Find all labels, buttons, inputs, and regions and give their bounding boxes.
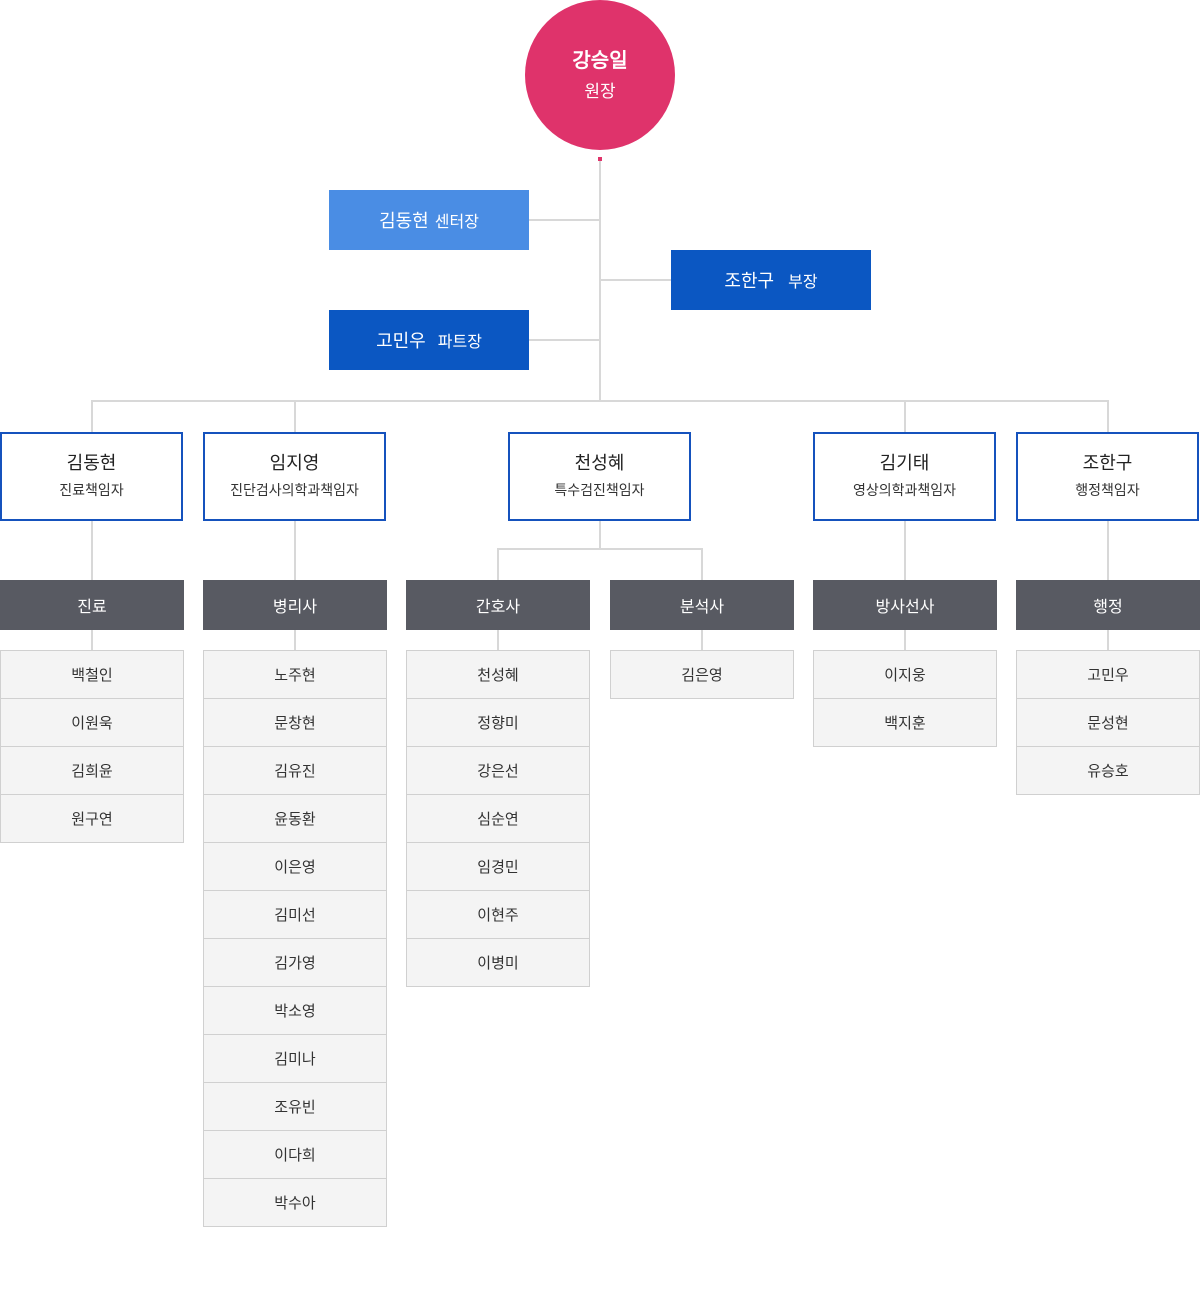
- list-item: 임경민: [406, 842, 590, 891]
- head-box-radiology: 김기태 영상의학과책임자: [813, 432, 996, 521]
- head-box-administration: 조한구 행정책임자: [1016, 432, 1199, 521]
- team-header-analyst: 분석사: [610, 580, 794, 630]
- list-item: 이병미: [406, 938, 590, 987]
- list-item: 윤동환: [203, 794, 387, 843]
- head-to-dept-3: [599, 521, 601, 549]
- list-item: 김가영: [203, 938, 387, 987]
- list-item: 고민우: [1016, 650, 1200, 699]
- list-item: 백지훈: [813, 698, 997, 747]
- head-box-lab-medicine: 임지영 진단검사의학과책임자: [203, 432, 386, 521]
- head-role: 특수검진책임자: [554, 483, 645, 499]
- head-name: 김기태: [879, 453, 930, 474]
- list-item: 천성혜: [406, 650, 590, 699]
- dept-to-list-2: [294, 630, 296, 650]
- staff-connector-2: [600, 279, 671, 281]
- head-name: 임지영: [269, 453, 320, 474]
- heads-bus-line: [91, 400, 1109, 402]
- list-item: 김유진: [203, 746, 387, 795]
- list-item: 조유빈: [203, 1082, 387, 1131]
- head-to-dept-2: [294, 521, 296, 580]
- director-name: 강승일: [572, 48, 628, 72]
- head-box-clinic: 김동현 진료책임자: [0, 432, 183, 521]
- list-item: 이지웅: [813, 650, 997, 699]
- list-item: 김미선: [203, 890, 387, 939]
- head-drop-4: [904, 400, 906, 432]
- director-node: 강승일 원장: [525, 0, 675, 150]
- head-to-dept-5: [1107, 521, 1109, 580]
- list-item: 박소영: [203, 986, 387, 1035]
- head-role: 진단검사의학과책임자: [230, 483, 359, 499]
- head-to-dept-4: [904, 521, 906, 580]
- list-item: 노주현: [203, 650, 387, 699]
- list-item: 김은영: [610, 650, 794, 699]
- list-item: 정향미: [406, 698, 590, 747]
- list-item: 원구연: [0, 794, 184, 843]
- staff-name: 조한구: [724, 271, 775, 292]
- dept-to-list-5: [904, 630, 906, 650]
- list-item: 강은선: [406, 746, 590, 795]
- list-item: 문성현: [1016, 698, 1200, 747]
- list-item: 유승호: [1016, 746, 1200, 795]
- list-item: 이다희: [203, 1130, 387, 1179]
- list-item: 심순연: [406, 794, 590, 843]
- member-list-clinic: 백철인 이원욱 김희윤 원구연: [0, 650, 184, 843]
- director-role: 원장: [584, 82, 616, 102]
- member-list-nurse: 천성혜 정향미 강은선 심순연 임경민 이현주 이병미: [406, 650, 590, 987]
- member-list-analyst: 김은영: [610, 650, 794, 699]
- dept-to-list-4: [701, 630, 703, 650]
- split-drop-3b: [701, 548, 703, 580]
- staff-name: 김동현: [379, 211, 429, 232]
- head-drop-5: [1107, 400, 1109, 432]
- member-list-pathologist: 노주현 문창현 김유진 윤동환 이은영 김미선 김가영 박소영 김미나 조유빈 …: [203, 650, 387, 1227]
- head-drop-1: [91, 400, 93, 432]
- list-item: 이현주: [406, 890, 590, 939]
- dept-to-list-6: [1107, 630, 1109, 650]
- staff-role: 파트장: [437, 332, 482, 351]
- staff-role: 센터장: [434, 212, 479, 231]
- list-item: 이은영: [203, 842, 387, 891]
- head-box-special-checkup: 천성혜 특수검진책임자: [508, 432, 691, 521]
- list-item: 김미나: [203, 1034, 387, 1083]
- dept-to-list-3: [497, 630, 499, 650]
- dept-to-list-1: [91, 630, 93, 650]
- staff-connector-1: [529, 219, 600, 221]
- list-item: 백철인: [0, 650, 184, 699]
- team-header-nurse: 간호사: [406, 580, 590, 630]
- staff-box-manager: 조한구 부장: [671, 250, 871, 310]
- head-drop-2: [294, 400, 296, 432]
- staff-name: 고민우: [376, 331, 426, 352]
- trunk-dot: [598, 157, 602, 161]
- head-name: 조한구: [1082, 453, 1133, 474]
- head-to-dept-1: [91, 521, 93, 580]
- team-header-clinic: 진료: [0, 580, 184, 630]
- team-header-radiographer: 방사선사: [813, 580, 997, 630]
- staff-box-center-director: 김동현 센터장: [329, 190, 529, 250]
- head-role: 진료책임자: [59, 483, 124, 499]
- team-header-administration: 행정: [1016, 580, 1200, 630]
- head-name: 천성혜: [574, 453, 625, 474]
- staff-connector-3: [529, 339, 600, 341]
- split-line-3: [497, 548, 703, 550]
- list-item: 박수아: [203, 1178, 387, 1227]
- list-item: 김희윤: [0, 746, 184, 795]
- head-name: 김동현: [66, 453, 117, 474]
- list-item: 문창현: [203, 698, 387, 747]
- head-role: 행정책임자: [1075, 483, 1140, 499]
- staff-box-part-leader: 고민우 파트장: [329, 310, 529, 370]
- split-drop-3a: [497, 548, 499, 580]
- team-header-pathologist: 병리사: [203, 580, 387, 630]
- head-role: 영상의학과책임자: [852, 483, 957, 499]
- staff-role: 부장: [788, 272, 818, 291]
- member-list-radiographer: 이지웅 백지훈: [813, 650, 997, 747]
- list-item: 이원욱: [0, 698, 184, 747]
- member-list-administration: 고민우 문성현 유승호: [1016, 650, 1200, 795]
